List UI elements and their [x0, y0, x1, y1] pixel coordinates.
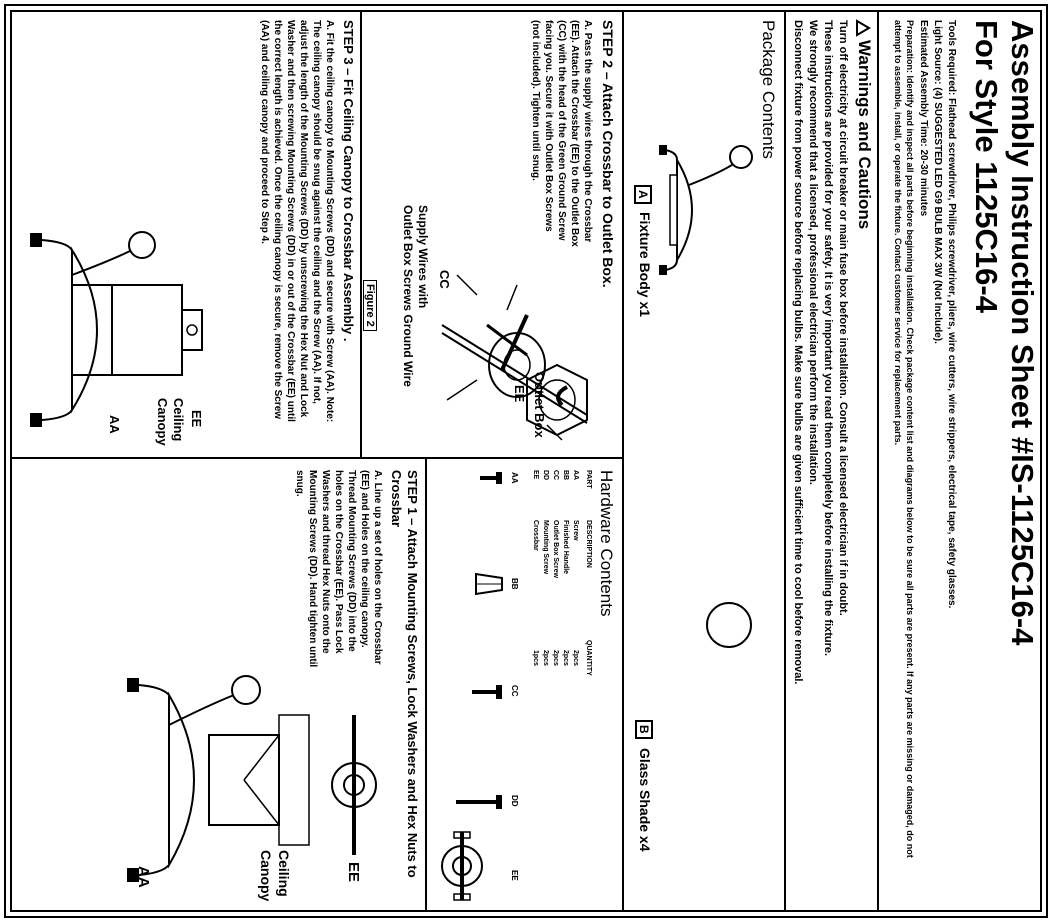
label-aa: AA: [135, 866, 152, 888]
divider: [784, 10, 786, 912]
label-cc: CC: [437, 270, 452, 289]
warning-icon: [856, 19, 871, 37]
step1-title: STEP 1 – Attach Mounting Screws, Lock Wa…: [389, 470, 420, 878]
qty-cell: 2pcs: [542, 650, 549, 666]
desc-cell: Finished Handle: [562, 520, 569, 575]
label-ee: EE: [512, 385, 527, 403]
label-ceiling: Ceiling: [171, 398, 186, 442]
part-cell: BB: [562, 470, 569, 481]
qty-cell: 1pcs: [532, 650, 539, 666]
desc-cell: Outlet Box Screw: [552, 520, 559, 578]
outlet-box-screw-cc-icon: [472, 685, 502, 699]
item-a-badge: A: [634, 185, 652, 204]
divider: [622, 10, 624, 912]
column-divider: [10, 457, 624, 459]
desc-cell: Screw: [572, 520, 579, 541]
package-title: Package Contents: [759, 20, 778, 159]
label-ee: EE: [189, 410, 204, 428]
mounting-screw-dd-icon: [456, 795, 502, 809]
divider: [360, 10, 362, 457]
canopy-crossbar-illustration: [127, 675, 377, 882]
desc-cell: Crossbar: [532, 520, 539, 551]
icon-label-dd: DD: [510, 795, 519, 807]
desc-cell: Mounting Screw: [542, 520, 549, 575]
icon-label-aa: AA: [510, 472, 519, 484]
label-outlet-box: Outlet Box: [532, 372, 547, 438]
label-aa: AA: [107, 415, 122, 434]
col-quantity: QUANTITY: [585, 640, 592, 676]
qty-cell: 2pcs: [552, 650, 559, 666]
label-ee: EE: [345, 862, 362, 883]
warning-line: These instructions are provided for your…: [822, 20, 834, 657]
label-canopy: Canopy: [155, 398, 170, 446]
label-ceiling: Ceiling: [276, 850, 292, 897]
crossbar-outlet-box-illustration: [441, 274, 588, 441]
light-source-text: Light Source: (4) SUGGESTED LED G9 BULB …: [932, 20, 943, 344]
part-cell: DD: [542, 470, 549, 481]
divider: [877, 10, 879, 912]
fixture-body-illustration: [659, 145, 753, 275]
item-b-badge: B: [635, 720, 653, 739]
label-canopy: Canopy: [258, 850, 274, 902]
finished-handle-bb-icon: [475, 572, 503, 596]
figure-label: Figure 2: [363, 280, 377, 331]
warning-line: We strongly recommend that a licensed, p…: [807, 20, 819, 485]
page-subtitle: For Style 1125C16-4: [969, 20, 1004, 313]
item-b-label: Glass Shade x4: [637, 748, 653, 852]
divider: [425, 457, 427, 912]
warning-line: Disconnect fixture from power source bef…: [792, 20, 804, 685]
step1-text: A. Line up a set of holes on the Crossba…: [294, 470, 383, 668]
qty-cell: 2pcs: [572, 650, 579, 666]
hardware-title: Hardware Contents: [597, 470, 616, 617]
step2-text: A. Pass the supply wires through the Cro…: [530, 20, 593, 247]
step3-text: A. Fit the ceiling canopy to Mounting Sc…: [259, 20, 335, 423]
item-a-label: Fixture Body x1: [637, 212, 653, 318]
canopy-fit-illustration: [30, 231, 203, 427]
step2-title: STEP 2 – Attach Crossbar to Outlet Box.: [600, 20, 616, 288]
screw-aa-icon: [480, 472, 502, 484]
warning-line: Turn off electricity at circuit breaker …: [837, 20, 849, 616]
step3-title: STEP 3 – Fit Ceiling Canopy to Crossbar …: [341, 20, 356, 342]
qty-cell: 2pcs: [562, 650, 569, 666]
page-title: Assembly Instruction Sheet #IS-1125C16-4: [1005, 20, 1040, 646]
icon-label-bb: BB: [510, 578, 519, 590]
icon-label-cc: CC: [510, 685, 519, 697]
part-cell: CC: [552, 470, 559, 481]
time-text: Estimated Assembly Time: 20-30 minutes: [918, 20, 929, 217]
tools-text: Tools Required: Flathead screwdriver, Ph…: [946, 20, 957, 609]
label-supply-wires: Supply Wires with: [416, 205, 430, 309]
label-outlet-box-screws: Outlet Box Screws Ground Wire: [401, 205, 415, 387]
part-cell: EE: [532, 470, 539, 480]
col-description: DESCRIPTION: [585, 520, 592, 568]
preparation-text: Preparation: Identify and inspect all pa…: [893, 20, 915, 858]
part-cell: AA: [572, 470, 579, 481]
glass-shade-illustration: [706, 602, 752, 648]
warnings-title: Warnings and Cautions: [855, 40, 874, 230]
col-part: PART: [585, 470, 592, 489]
icon-label-ee: EE: [510, 870, 519, 881]
crossbar-ee-icon: [441, 831, 483, 901]
